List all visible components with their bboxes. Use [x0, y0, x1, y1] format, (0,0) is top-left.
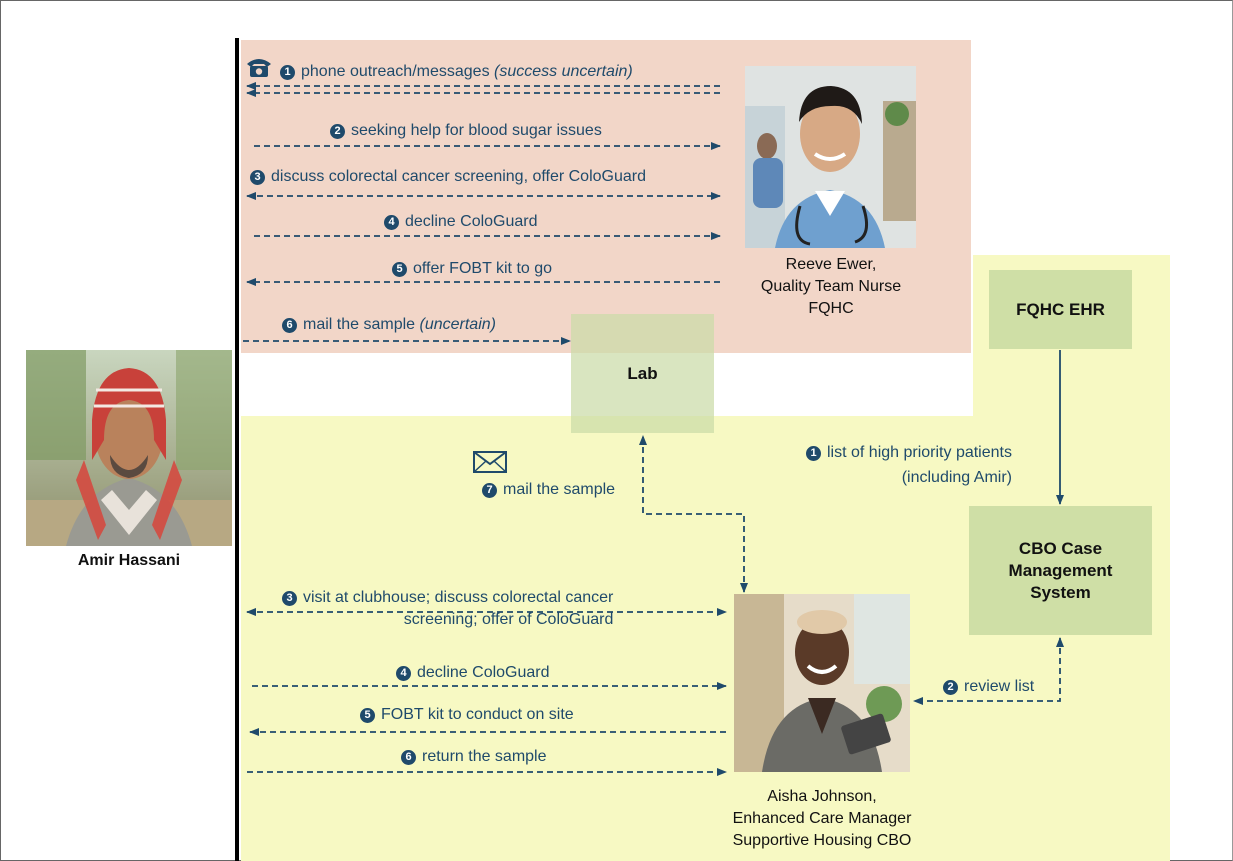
fqhc-step-3-text: discuss colorectal cancer screening, off… — [271, 168, 646, 185]
lab-label: Lab — [627, 363, 658, 383]
system-step-1-label: 1 list of high priority patients (includi… — [806, 443, 1012, 488]
fqhc-step-4-label: 4 decline ColoGuard — [384, 212, 538, 232]
step-number-badge: 1 — [280, 65, 295, 80]
fqhc-step-1-text: phone outreach/messages — [301, 63, 495, 80]
patient-name: Amir Hassani — [77, 552, 181, 569]
step-number-badge: 1 — [806, 446, 821, 461]
cbo-step-7-text: mail the sample — [503, 481, 616, 498]
step-number-badge: 2 — [943, 680, 958, 695]
fqhc-step-6-text: mail the sample — [303, 316, 420, 333]
step-number-badge: 7 — [482, 483, 497, 498]
system-step-2-label: 2 review list — [943, 677, 1034, 697]
cbo-step-5-label: 5 FOBT kit to conduct on site — [360, 705, 574, 725]
step-number-badge: 5 — [360, 708, 375, 723]
manager-photo — [734, 594, 910, 772]
patient-lifeline — [235, 38, 239, 861]
fqhc-step-5-label: 5 offer FOBT kit to go — [392, 259, 552, 279]
step-number-badge: 5 — [392, 262, 407, 277]
nurse-role: Quality Team Nurse — [760, 278, 902, 295]
step-number-badge: 4 — [396, 666, 411, 681]
fqhc-step-2-label: 2 seeking help for blood sugar issues — [330, 121, 602, 141]
fqhc-step-6-note: (uncertain) — [419, 316, 496, 333]
lab-box: Lab — [571, 314, 714, 433]
nurse-photo — [745, 66, 916, 248]
cbo-step-7-label: 7 mail the sample — [482, 480, 615, 500]
phone-icon — [245, 56, 273, 78]
fqhc-step-1-label: 1 phone outreach/messages (success uncert… — [280, 62, 633, 82]
nurse-org: FQHC — [808, 300, 854, 317]
cbo-step-3-line1: visit at clubhouse; discuss colorectal c… — [303, 589, 614, 606]
fqhc-step-5-text: offer FOBT kit to go — [413, 260, 553, 277]
step-number-badge: 3 — [250, 170, 265, 185]
cbo-box-line2: Management — [1008, 560, 1113, 580]
fqhc-step-3-label: 3 discuss colorectal cancer screening, of… — [250, 167, 646, 187]
cbo-step-6-label: 6 return the sample — [401, 747, 547, 767]
cbo-step-4-label: 4 decline ColoGuard — [396, 663, 550, 683]
cbo-step-4-text: decline ColoGuard — [417, 664, 550, 681]
nurse-name: Reeve Ewer, Quality Team Nurse FQHC — [731, 254, 931, 320]
fqhc-step-2-text: seeking help for blood sugar issues — [351, 122, 602, 139]
manager-name: Aisha Johnson, Enhanced Care Manager Sup… — [700, 786, 944, 852]
system-step-1-line1: list of high priority patients — [827, 444, 1012, 461]
cbo-box-line1: CBO Case — [1018, 538, 1103, 558]
cbo-step-3-label: 3 visit at clubhouse; discuss colorectal … — [282, 588, 613, 630]
step-number-badge: 4 — [384, 215, 399, 230]
fqhc-ehr-label: FQHC EHR — [1016, 299, 1105, 319]
step-number-badge: 6 — [401, 750, 416, 765]
envelope-icon — [473, 451, 507, 473]
arrow-mail-sample — [639, 435, 748, 593]
cbo-case-management-box: CBO Case Management System — [969, 506, 1152, 635]
manager-name-line1: Aisha Johnson, — [767, 788, 877, 805]
cbo-step-3-line2: screening; offer of ColoGuard — [403, 611, 614, 628]
cbo-step-5-text: FOBT kit to conduct on site — [381, 706, 574, 723]
fqhc-step-4-text: decline ColoGuard — [405, 213, 538, 230]
nurse-name-line1: Reeve Ewer, — [785, 256, 877, 273]
step-number-badge: 3 — [282, 591, 297, 606]
arrow-review-list — [913, 637, 1064, 705]
patient-photo — [26, 350, 232, 546]
cbo-box-line3: System — [1030, 582, 1091, 602]
step-number-badge: 2 — [330, 124, 345, 139]
cbo-step-6-text: return the sample — [422, 748, 547, 765]
fqhc-step-1-note: (success uncertain) — [494, 63, 633, 80]
fqhc-step-6-label: 6 mail the sample (uncertain) — [282, 315, 496, 335]
manager-role: Enhanced Care Manager — [732, 810, 912, 827]
system-step-2-text: review list — [964, 678, 1035, 695]
system-step-1-line2: (including Amir) — [901, 469, 1012, 486]
fqhc-ehr-box: FQHC EHR — [989, 270, 1132, 349]
step-number-badge: 6 — [282, 318, 297, 333]
manager-org: Supportive Housing CBO — [732, 832, 912, 849]
